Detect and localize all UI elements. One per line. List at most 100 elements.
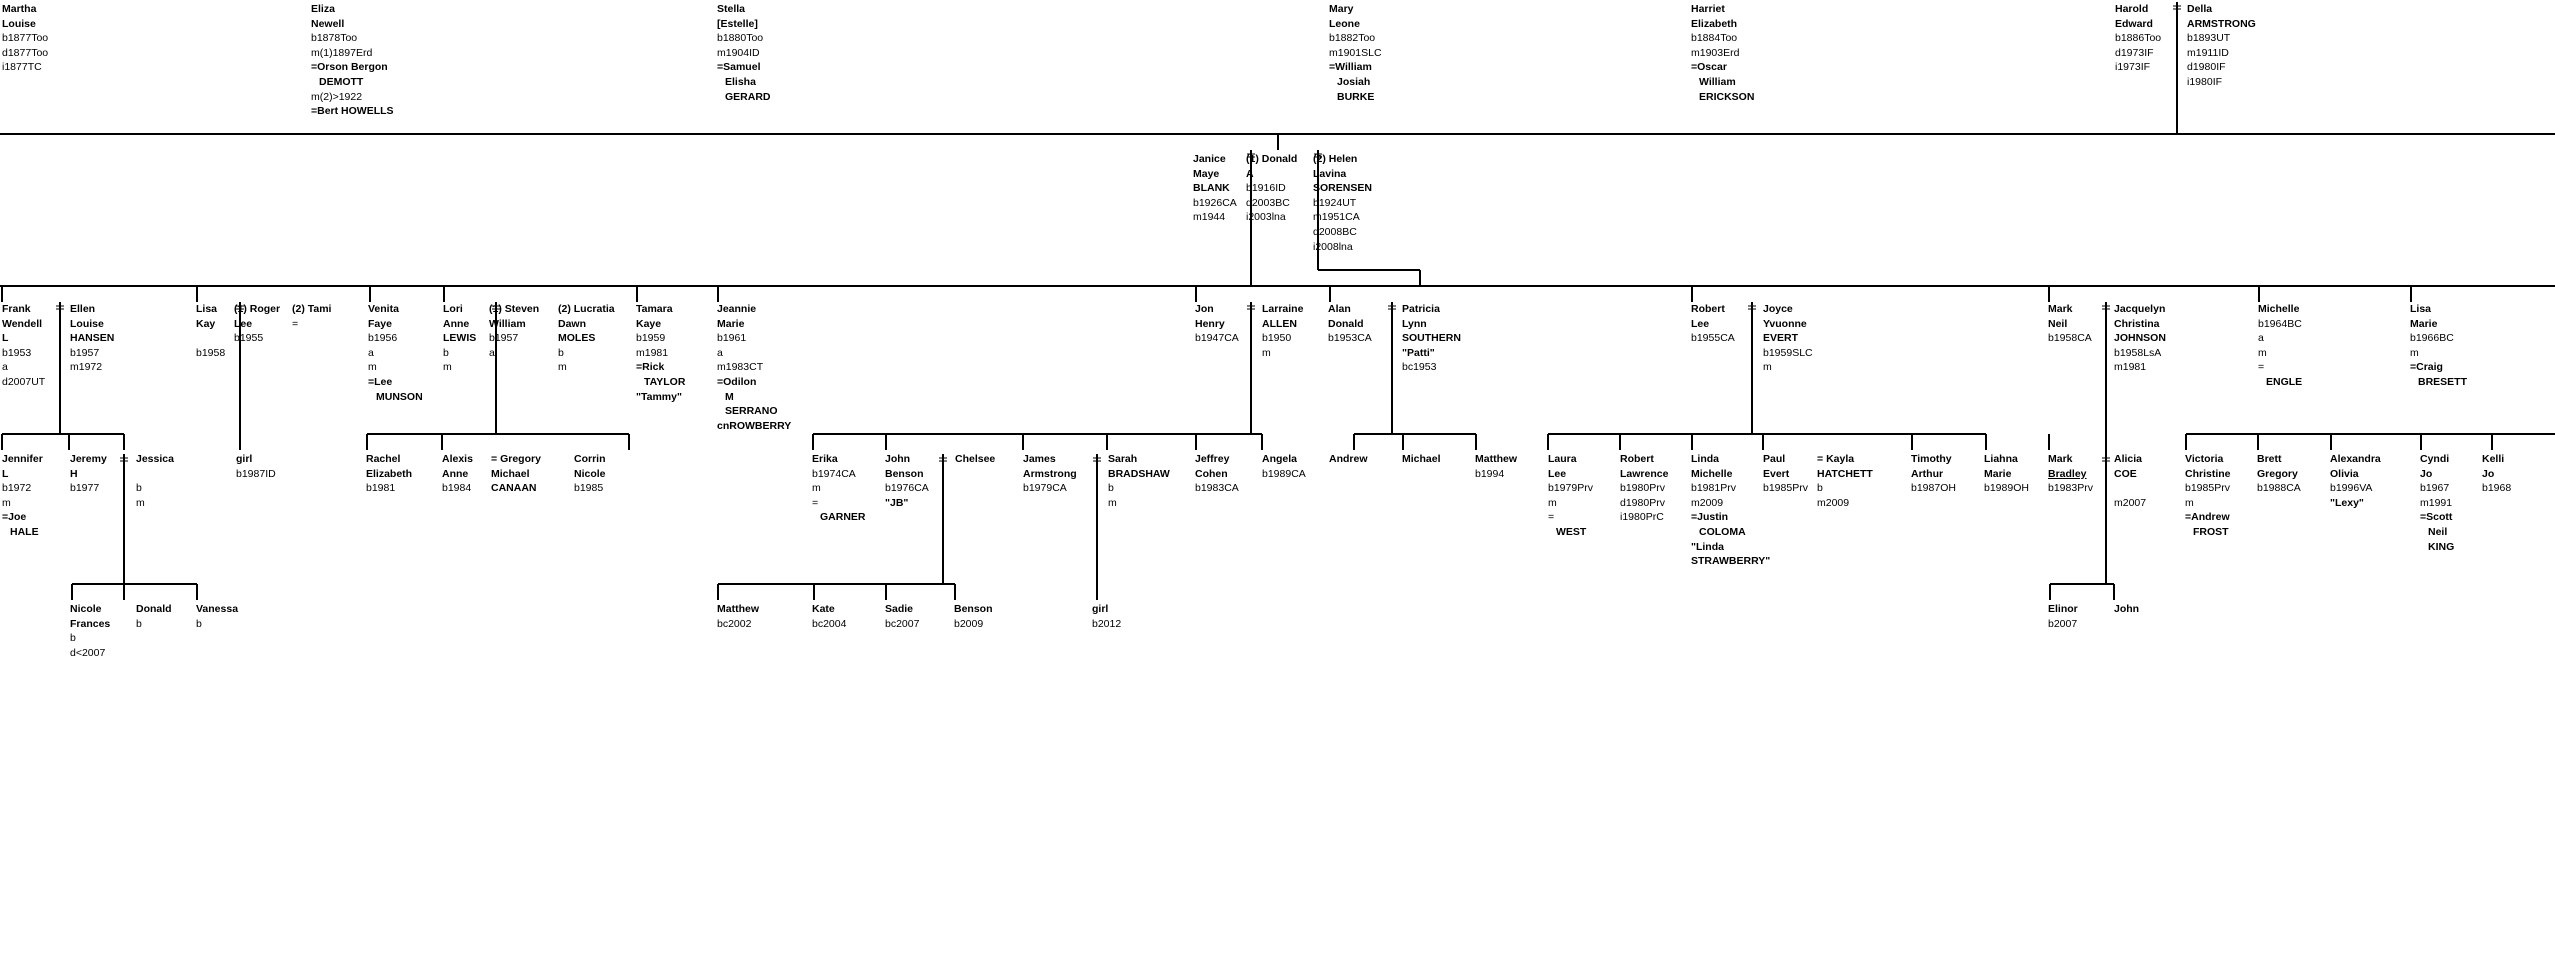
person-detail: b1989OH: [1984, 482, 2029, 495]
person-name-line: Maye: [1193, 167, 1237, 182]
person-detail: d1973IF: [2115, 46, 2154, 59]
person-name-text: HANSEN: [70, 332, 115, 345]
person-name-line: (2) Tami: [292, 302, 331, 317]
person-name-line: Donald: [1328, 317, 1372, 332]
person-detail: d1980Prv: [1620, 496, 1665, 509]
person-detail: =: [812, 496, 819, 509]
person-name-line: Victoria: [2185, 452, 2231, 467]
person-detail: b1953CA: [1328, 332, 1372, 345]
person-name-text: Lisa: [2410, 303, 2432, 315]
person-name-line: Elinor: [2048, 602, 2078, 617]
person-name-text: Jennifer: [2, 453, 43, 465]
person-detail: DEMOTT: [319, 75, 364, 88]
person-name-line: Lynn: [1402, 317, 1461, 332]
person-name-text: COE: [2114, 467, 2137, 480]
person-detail: b1957: [70, 346, 100, 359]
person-name-line: Jessica: [136, 452, 174, 467]
person-detail: b1980Prv: [1620, 482, 1665, 495]
person-name-line: Andrew: [1329, 452, 1368, 467]
person-detail: m: [2258, 346, 2267, 359]
person-name-line: Kelli: [2482, 452, 2511, 467]
person-detail: m1983CT: [717, 361, 764, 374]
person-detail: b1958LsA: [2114, 346, 2162, 359]
person-name-text: Christine: [2185, 467, 2231, 480]
person-detail: b2012: [1092, 617, 1122, 630]
person-name-text: Della: [2187, 3, 2213, 15]
person-detail: b1955: [234, 332, 264, 345]
person-name-line: Arthur: [1911, 467, 1956, 482]
person-detail: M: [725, 390, 734, 403]
person-detail: m2007: [2114, 496, 2147, 509]
person-name-line: H: [70, 467, 107, 482]
person-name-line: Leone: [1329, 17, 1382, 32]
person-name-text: L: [2, 467, 9, 480]
person-name-line: Venita: [368, 302, 423, 317]
person-name-line: ALLEN: [1262, 317, 1303, 332]
person-name-line: Henry: [1195, 317, 1239, 332]
person-detail: b: [1817, 482, 1823, 495]
person-name-text: Evert: [1763, 467, 1790, 480]
person-detail: m: [812, 482, 821, 495]
person-name-line: (2) Lucratia: [558, 302, 615, 317]
person-detail: m: [368, 361, 377, 374]
person-detail: a: [717, 346, 723, 359]
person-name-text: Jacquelyn: [2114, 303, 2166, 315]
person-detail: Elisha: [725, 75, 756, 88]
person-name-line: Frank: [2, 302, 45, 317]
person-detail: [196, 331, 225, 346]
person-detail: m(2)>1922: [311, 90, 363, 103]
person-detail: m: [443, 361, 452, 374]
person-name-line: ARMSTRONG: [2187, 17, 2256, 32]
person-name-text: Michael: [491, 467, 530, 480]
person-name-line: Olivia: [2330, 467, 2381, 482]
person-name-text: Dawn: [558, 317, 587, 330]
person-name-text: Lavina: [1313, 167, 1347, 180]
person-name-line: Vanessa: [196, 602, 238, 617]
person-name-text: Yvuonne: [1763, 317, 1807, 330]
person-detail: [136, 467, 174, 482]
person-detail: b1994: [1475, 467, 1505, 480]
person-name-text: Anne: [442, 467, 469, 480]
person-name-line: Alexis: [442, 452, 473, 467]
person-detail: m: [2185, 496, 2194, 509]
person-name-text: HATCHETT: [1817, 467, 1873, 480]
person-name-text: Kay: [196, 317, 216, 330]
person-name-line: Donald: [136, 602, 172, 617]
person-name-text: L: [2, 332, 9, 345]
person-detail: FROST: [2193, 525, 2229, 538]
person-name-line: Brett: [2257, 452, 2301, 467]
person-name-line: Armstrong: [1023, 467, 1077, 482]
person-name-line: John: [885, 452, 929, 467]
person-detail: m2009: [1817, 496, 1850, 509]
person-name-text: Liahna: [1984, 453, 2018, 465]
person-name-line: Lee: [1548, 467, 1593, 482]
person-name-text: Cyndi: [2420, 453, 2450, 465]
person-name-line: Wendell: [2, 317, 45, 332]
person-name-line: Jeannie: [717, 302, 791, 317]
person-detail: m: [136, 496, 145, 509]
person-name-text: Jessica: [136, 453, 174, 465]
person-name-line: Louise: [2, 17, 48, 32]
person-detail: Josiah: [1337, 75, 1371, 88]
person-name-line: girl: [1092, 602, 1121, 617]
person-name-line: L: [2, 467, 43, 482]
person-name-line: Evert: [1763, 467, 1808, 482]
person-name-text: Ellen: [70, 303, 96, 315]
person-detail: b1987OH: [1911, 482, 1956, 495]
person-name-line: SORENSEN: [1313, 181, 1372, 196]
person-detail: b: [196, 617, 202, 630]
person-detail: ENGLE: [2266, 375, 2303, 388]
person-detail: =Joe: [2, 511, 27, 524]
person-name-text: H: [70, 467, 78, 480]
person-name-line: Lori: [443, 302, 476, 317]
